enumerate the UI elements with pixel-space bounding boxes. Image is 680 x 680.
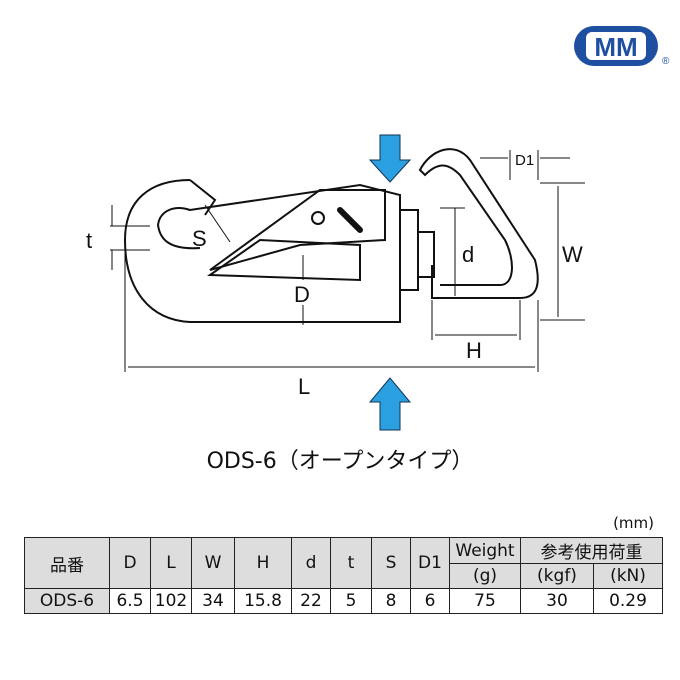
header-D1: D1 bbox=[410, 537, 450, 589]
header-part-no: 品番 bbox=[24, 537, 110, 589]
header-weight: Weight bbox=[449, 537, 521, 564]
model-caption: ODS-6（オープンタイプ） bbox=[206, 449, 474, 474]
table-row: ODS-6 6.5 102 34 15.8 22 5 8 6 75 30 0.2… bbox=[24, 588, 663, 614]
cell-D1: 6 bbox=[410, 588, 450, 614]
label-S: S bbox=[192, 226, 207, 251]
cell-kN: 0.29 bbox=[593, 588, 663, 614]
header-kgf: (kgf) bbox=[520, 563, 594, 589]
label-H: H bbox=[466, 338, 482, 363]
header-D: D bbox=[109, 537, 151, 589]
press-arrow-down-icon bbox=[368, 134, 412, 183]
unit-label: (mm) bbox=[613, 514, 654, 532]
cell-t: 5 bbox=[330, 588, 372, 614]
hook-body bbox=[123, 179, 401, 323]
cell-W: 34 bbox=[191, 588, 235, 614]
header-kN: (kN) bbox=[593, 563, 663, 589]
header-load: 参考使用荷重 bbox=[520, 537, 663, 564]
label-D1: D1 bbox=[515, 152, 534, 169]
press-arrow-up-icon bbox=[368, 377, 412, 431]
registered-mark: ® bbox=[662, 56, 670, 67]
cell-kgf: 30 bbox=[520, 588, 594, 614]
header-W: W bbox=[191, 537, 235, 589]
cell-S: 8 bbox=[371, 588, 411, 614]
label-t: t bbox=[86, 228, 92, 253]
header-S: S bbox=[371, 537, 411, 589]
snap-hook-diagram: t S D d W H L D1 bbox=[86, 134, 585, 431]
cell-H: 15.8 bbox=[234, 588, 292, 614]
header-H: H bbox=[234, 537, 292, 589]
brand-logo: MM ® bbox=[572, 22, 672, 74]
header-L: L bbox=[150, 537, 192, 589]
header-weight-unit: (g) bbox=[449, 563, 521, 589]
cell-D: 6.5 bbox=[109, 588, 151, 614]
label-L: L bbox=[298, 374, 310, 399]
cell-part-no: ODS-6 bbox=[24, 588, 110, 614]
cell-d: 22 bbox=[291, 588, 331, 614]
logo-text: MM bbox=[594, 32, 637, 62]
header-t: t bbox=[330, 537, 372, 589]
label-W: W bbox=[562, 242, 583, 267]
cell-L: 102 bbox=[150, 588, 192, 614]
label-d: d bbox=[462, 242, 474, 267]
header-d: d bbox=[291, 537, 331, 589]
cell-weight: 75 bbox=[449, 588, 521, 614]
label-D: D bbox=[294, 282, 310, 307]
spec-table: 品番 D L W H d t S D1 Weight 参考使用荷重 (g) (k… bbox=[24, 537, 663, 614]
